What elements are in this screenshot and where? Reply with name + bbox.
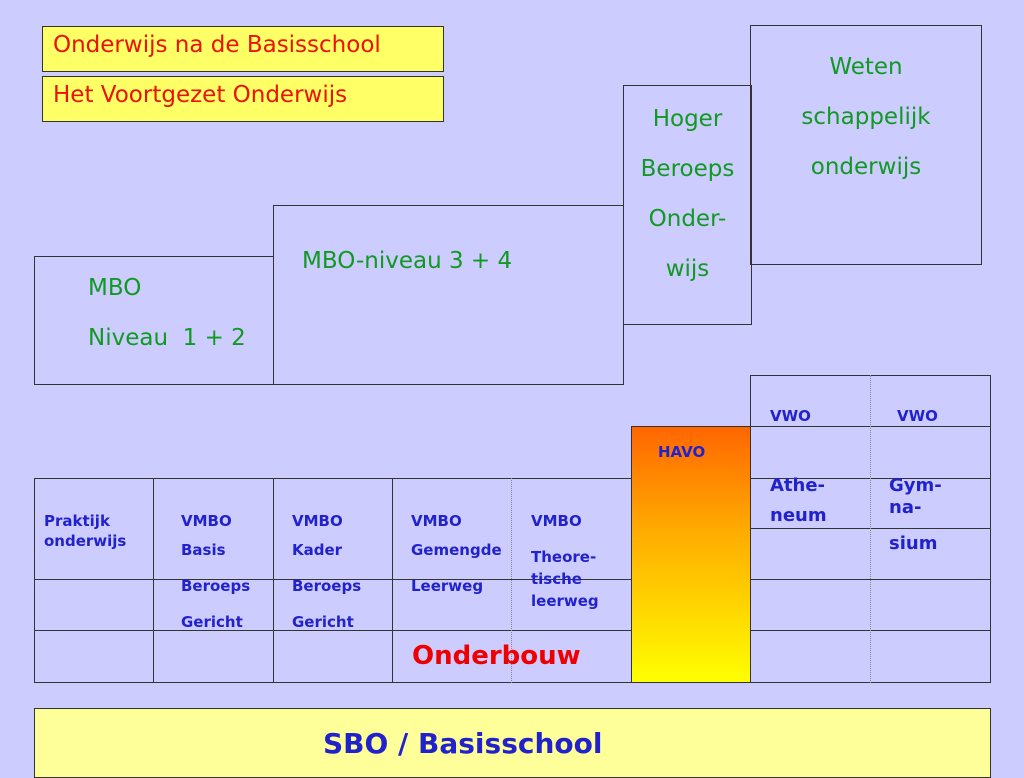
vmbo-theo-line-2: Theore-: [531, 548, 597, 566]
havo-label: HAVO: [658, 443, 706, 461]
vmbo-basis: VMBO Basis Beroeps Gericht: [181, 510, 250, 640]
hbo-line-1: Hoger: [652, 106, 723, 132]
vmbo-basis-line-2: Basis: [181, 541, 226, 559]
praktijk-line-2: onderwijs: [44, 532, 127, 550]
wo-line-1: Weten: [829, 54, 903, 80]
title-text-1: Onderwijs na de Basisschool: [53, 32, 381, 58]
mbo-34-box: MBO-niveau 3 + 4: [273, 205, 624, 385]
vmbo-kader-line-3: Beroeps: [292, 577, 362, 595]
mbo-12-box: MBO Niveau 1 + 2: [34, 256, 274, 385]
vmbo-basis-line-1: VMBO: [181, 512, 232, 530]
vmbo-gemengde-line-3: Leerweg: [411, 577, 484, 595]
vwo-gymnasium: VWO Gym- na- sium: [889, 407, 942, 555]
vmbo-basis-line-3: Beroeps: [181, 577, 251, 595]
vwo-1-label: VWO: [770, 407, 811, 425]
praktijk-onderwijs: Praktijk onderwijs: [44, 511, 126, 551]
praktijk-line-1: Praktijk: [44, 512, 110, 530]
vmbo-kader: VMBO Kader Beroeps Gericht: [292, 510, 361, 640]
mbo-12-line-2: Niveau 1 + 2: [88, 325, 246, 351]
hbo-line-4: wijs: [665, 256, 710, 282]
foundation-label: SBO / Basisschool: [323, 727, 603, 760]
vmbo-basis-line-4: Gericht: [181, 613, 243, 631]
mbo-34-label: MBO-niveau 3 + 4: [302, 248, 513, 274]
hbo-line-2: Beroeps: [640, 156, 735, 182]
vwo-2-line-2: Gym-: [889, 475, 942, 496]
vwo-1-line-3: neum: [770, 505, 827, 526]
title-onderwijs-na-basisschool: Onderwijs na de Basisschool: [42, 26, 444, 72]
onderbouw-label: Onderbouw: [412, 641, 581, 671]
havo-column: HAVO: [631, 426, 751, 683]
vmbo-gemengde: VMBO Gemengde Leerweg: [411, 510, 502, 604]
vwo-2-line-3: na-: [889, 497, 922, 518]
vwo-2-line-4: sium: [889, 533, 938, 554]
wo-line-3: onderwijs: [810, 154, 922, 180]
vmbo-theo-line-1: VMBO: [531, 512, 582, 530]
vwo-1-line-2: Athe-: [770, 475, 826, 496]
vmbo-gemengde-line-1: VMBO: [411, 512, 462, 530]
wo-box: Weten schappelijk onderwijs: [750, 25, 982, 265]
vwo-atheneum: VWO Athe- neum: [770, 407, 827, 527]
title-voortgezet-onderwijs: Het Voortgezet Onderwijs: [42, 76, 444, 122]
vmbo-theo-line-4: leerweg: [531, 592, 599, 610]
foundation-box: SBO / Basisschool: [34, 708, 991, 778]
vmbo-kader-line-4: Gericht: [292, 613, 354, 631]
vmbo-gemengde-line-2: Gemengde: [411, 541, 502, 559]
hbo-line-3: Onder-: [648, 206, 727, 232]
vmbo-kader-line-1: VMBO: [292, 512, 343, 530]
vmbo-theo-line-3: tische: [531, 570, 582, 588]
vwo-2-label: VWO: [897, 407, 938, 425]
vmbo-kader-line-2: Kader: [292, 541, 343, 559]
title-text-2: Het Voortgezet Onderwijs: [53, 82, 348, 108]
vmbo-theoretisch: VMBO Theore- tische leerweg: [531, 510, 599, 612]
hbo-box: Hoger Beroeps Onder- wijs: [623, 85, 752, 325]
wo-line-2: schappelijk: [801, 104, 931, 130]
mbo-12-line-1: MBO: [88, 275, 142, 301]
